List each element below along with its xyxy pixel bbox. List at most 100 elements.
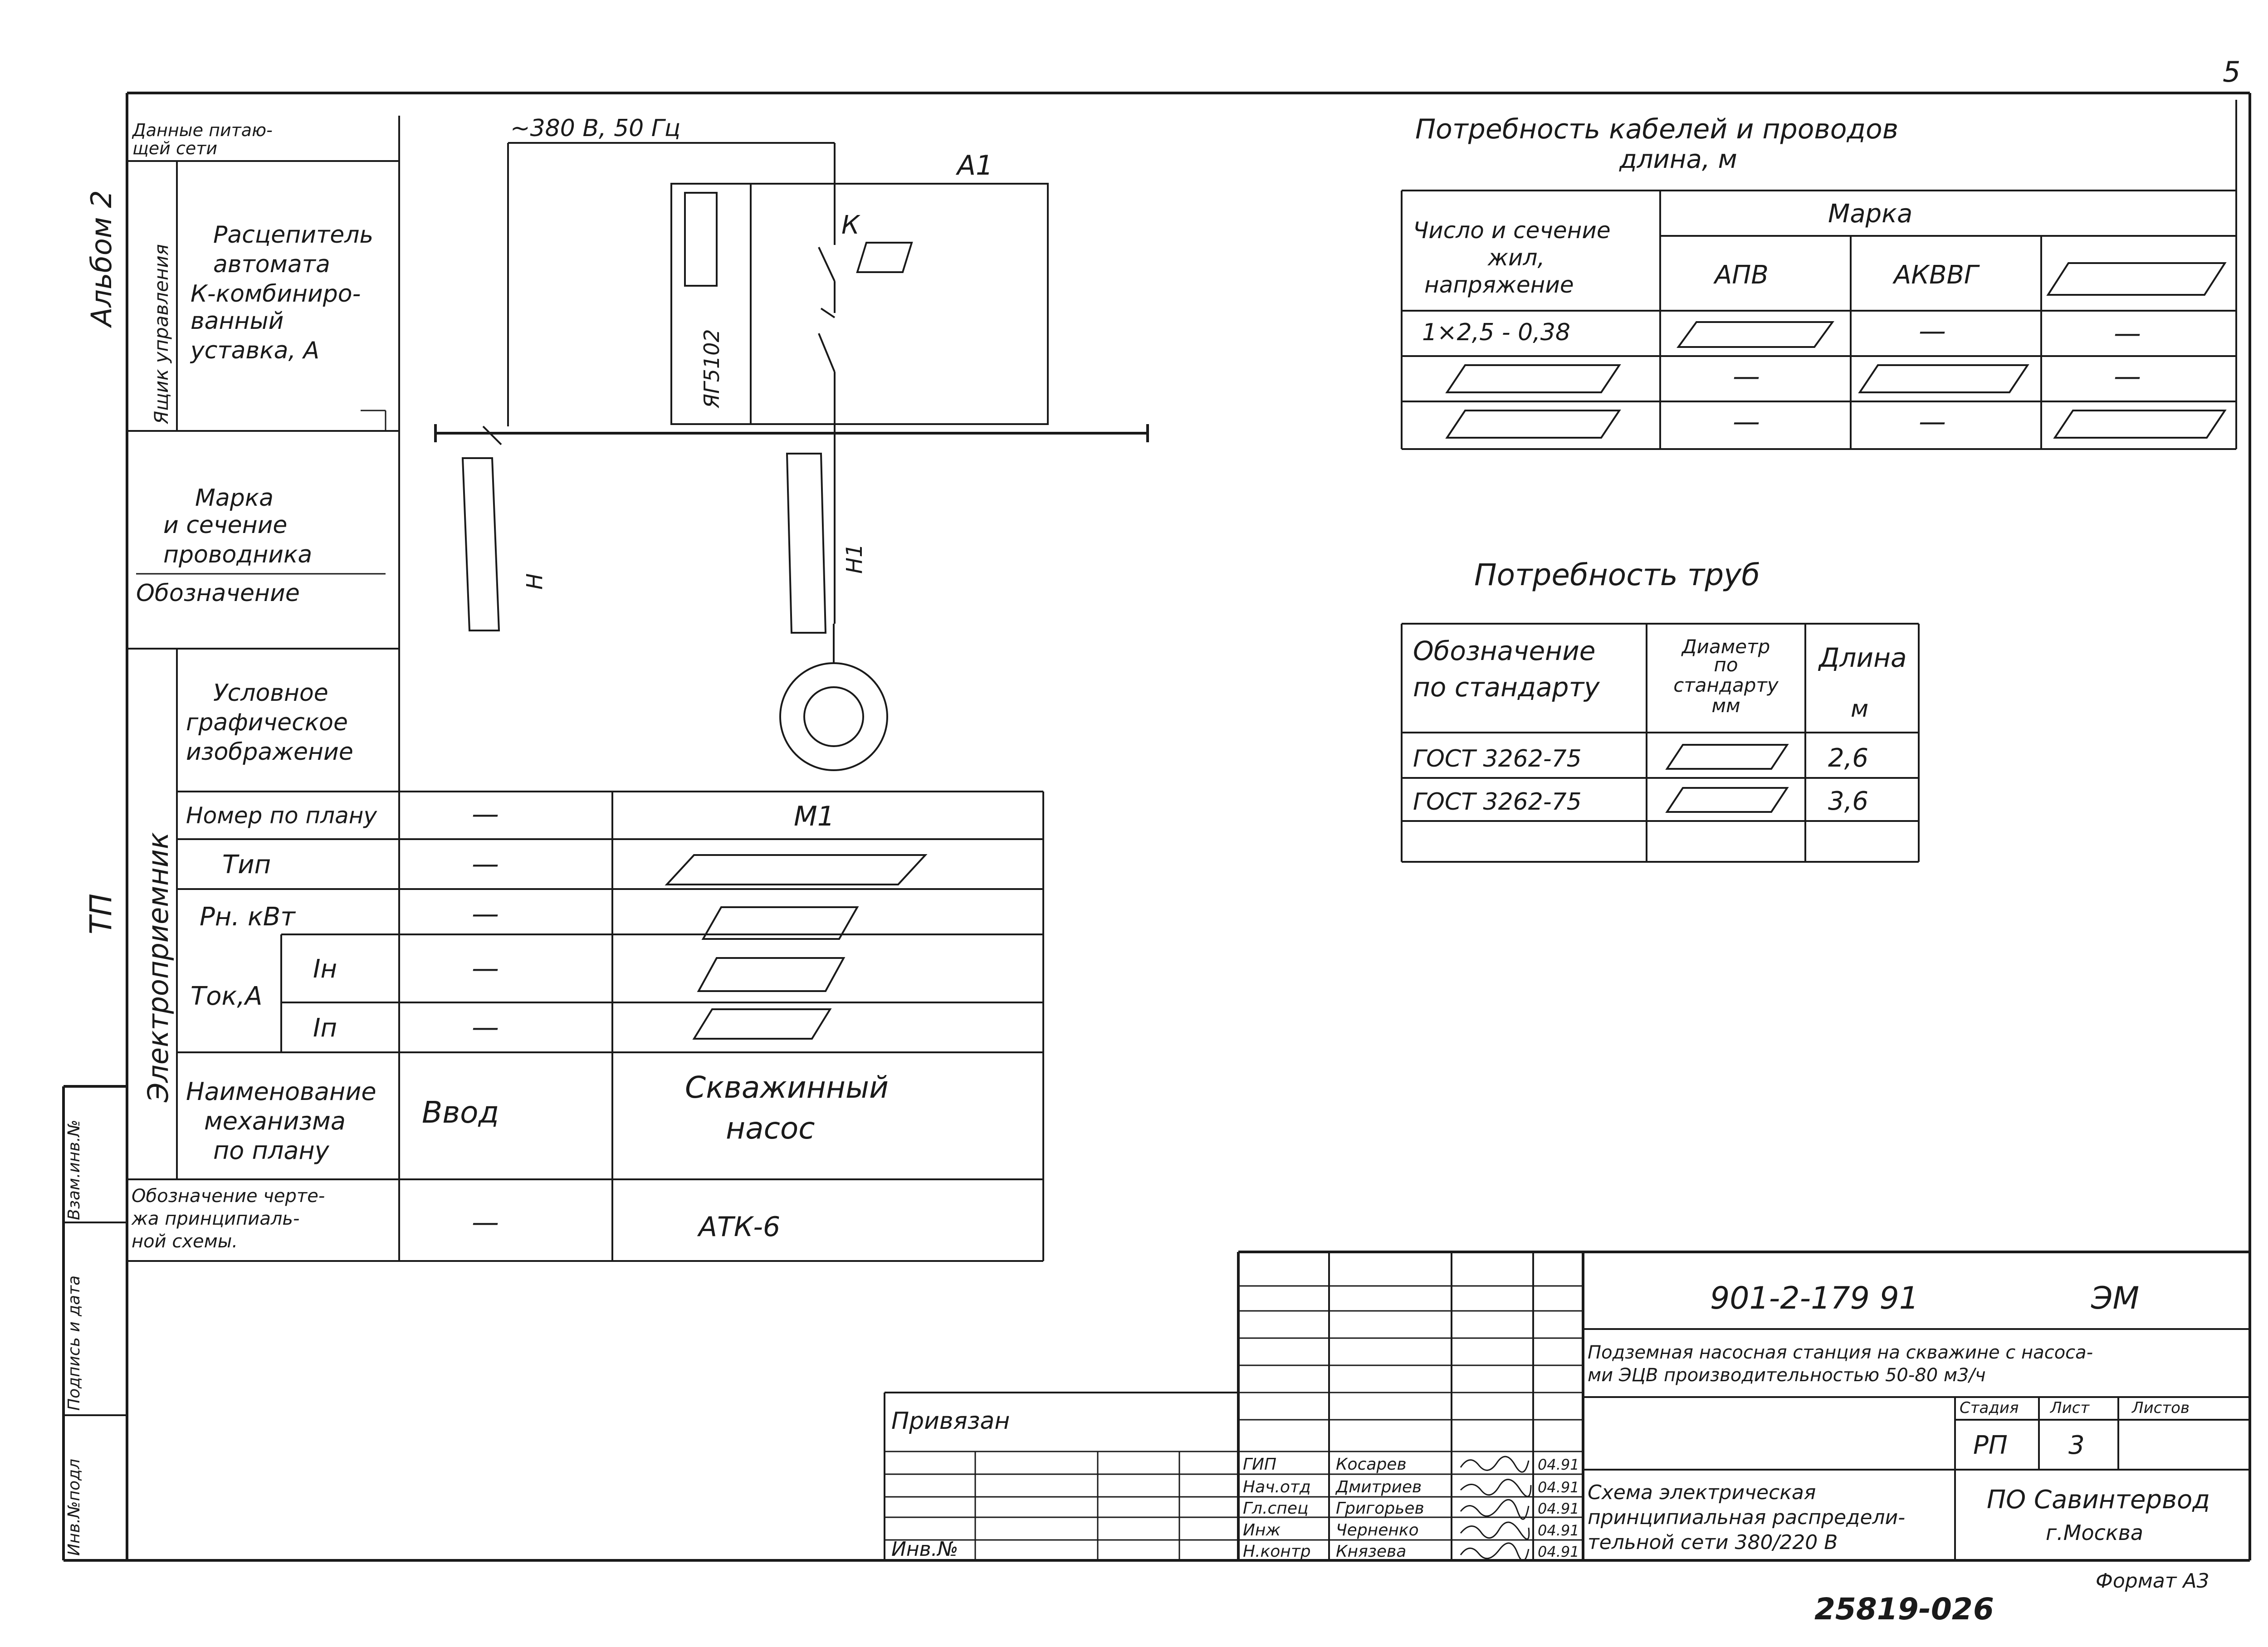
sheets-header: Листов bbox=[2131, 1399, 2190, 1417]
cable-n-placeholder bbox=[461, 457, 500, 631]
cables-row3-spec bbox=[1445, 410, 1621, 439]
supply-voltage-label: ~380 В, 50 Гц bbox=[510, 115, 680, 142]
bound-label: Привязан bbox=[891, 1408, 1010, 1435]
control-box-label: Ящик управления bbox=[150, 244, 172, 425]
tp-label: ТП bbox=[83, 894, 118, 934]
album-label: Альбом 2 bbox=[85, 190, 118, 328]
stage-value: РП bbox=[1973, 1431, 2008, 1460]
pipes-len-unit: м bbox=[1851, 695, 1868, 723]
org-name: ПО Савинтервод bbox=[1987, 1485, 2210, 1515]
power-placeholder bbox=[701, 906, 859, 940]
signature-chief-spec bbox=[1460, 1499, 1530, 1520]
role-gip: ГИП bbox=[1243, 1455, 1276, 1474]
supply-header: Данные питаю-щей сети bbox=[132, 120, 273, 158]
signature-engineer bbox=[1460, 1521, 1530, 1540]
cables-mark-header: Марка bbox=[1828, 199, 1912, 229]
cables-row1-extra: — bbox=[2114, 318, 2141, 349]
start-current-label: Iп bbox=[313, 1013, 337, 1043]
format-label: Формат А3 bbox=[2096, 1569, 2209, 1593]
signature-norm-control bbox=[1460, 1542, 1530, 1562]
role-chief-spec: Гл.спец bbox=[1243, 1499, 1309, 1518]
power-dash: — bbox=[472, 898, 499, 930]
name-engineer: Черненко bbox=[1336, 1521, 1419, 1539]
plan-no-dash: — bbox=[472, 798, 499, 830]
archive-number: 25819-02 bbox=[1814, 1592, 1973, 1627]
pipes-row2-len: 3,6 bbox=[1828, 787, 1868, 816]
date-chief-spec: 04.91 bbox=[1538, 1500, 1579, 1517]
cables-title: Потребность кабелей и проводов bbox=[1415, 113, 1898, 145]
col-akvvg: АКВВГ bbox=[1892, 260, 1980, 290]
in-placeholder bbox=[697, 957, 846, 992]
pipes-len-header: Длина bbox=[1818, 642, 1907, 673]
original-inv-label: Инв.№подл bbox=[65, 1459, 83, 1556]
drawing-ref-label: Обозначение черте-жа принципиаль-ной схе… bbox=[131, 1186, 325, 1252]
cables-row1-apv bbox=[1677, 321, 1834, 348]
inv-no-label: Инв.№ bbox=[891, 1538, 958, 1561]
stage-header: Стадия bbox=[1960, 1399, 2019, 1417]
pipes-table-grid bbox=[1401, 623, 1920, 863]
doc-code: 901-2-179 91 bbox=[1710, 1280, 1919, 1316]
sign-date-label: Подпись и дата bbox=[65, 1276, 83, 1411]
cables-row3-extra bbox=[2053, 410, 2227, 439]
col-apv: АПВ bbox=[1713, 260, 1769, 290]
cables-row2-spec bbox=[1445, 364, 1621, 393]
receiver-group-label: Электроприемник bbox=[142, 832, 175, 1103]
doc-title-3: тельной сети 380/220 В bbox=[1588, 1531, 1838, 1554]
panel-tag: А1 bbox=[955, 150, 993, 181]
signature-gip bbox=[1460, 1456, 1530, 1473]
cables-col3-placeholder bbox=[2046, 262, 2227, 296]
project-line-2: ми ЭЦВ производительностью 50-80 м3/ч bbox=[1588, 1365, 1986, 1386]
pipes-row1-dia bbox=[1665, 744, 1789, 770]
name-chief-spec: Григорьев bbox=[1336, 1499, 1424, 1518]
left-table-grid bbox=[127, 116, 1044, 1262]
pipes-title: Потребность труб bbox=[1474, 557, 1760, 592]
cable-n1-label: Н1 bbox=[842, 543, 867, 574]
org-city: г.Москва bbox=[2046, 1520, 2143, 1545]
date-gip: 04.91 bbox=[1538, 1456, 1579, 1473]
cables-row2-akvvg bbox=[1858, 364, 2029, 393]
device-label: ЯГ5102 bbox=[699, 329, 724, 409]
pipes-row2-std: ГОСТ 3262-75 bbox=[1413, 788, 1582, 816]
cables-row1-spec: 1×2,5 - 0,38 bbox=[1422, 319, 1570, 346]
role-head: Нач.отд bbox=[1243, 1478, 1311, 1496]
cables-row3-apv: — bbox=[1733, 406, 1760, 438]
cables-table-grid bbox=[1401, 190, 2236, 450]
signature-head bbox=[1460, 1479, 1532, 1497]
drawing-ref-dash: — bbox=[472, 1207, 499, 1238]
pipes-row1-len: 2,6 bbox=[1828, 743, 1868, 773]
pipes-row2-dia bbox=[1665, 787, 1789, 813]
cables-subtitle: длина, м bbox=[1619, 145, 1737, 174]
power-label: Рн. кВт bbox=[200, 902, 296, 932]
date-norm-control: 04.91 bbox=[1538, 1543, 1579, 1560]
cables-row2-extra: — bbox=[2114, 361, 2141, 392]
sheet-header: Лист bbox=[2049, 1399, 2090, 1417]
cables-row3-akvvg: — bbox=[1919, 406, 1946, 438]
replacement-inv-label: Взам.инв.№ bbox=[65, 1119, 83, 1220]
name-gip: Косарев bbox=[1336, 1455, 1407, 1474]
nominal-current-label: Iн bbox=[313, 954, 337, 984]
intro-name: Ввод bbox=[422, 1095, 499, 1130]
project-line-1: Подземная насосная станция на скважине с… bbox=[1588, 1342, 2093, 1363]
page-number: 5 bbox=[2223, 55, 2240, 88]
sheet-frame bbox=[62, 92, 2251, 1562]
sheet-value: 3 bbox=[2068, 1431, 2085, 1460]
device-placeholder bbox=[684, 192, 718, 287]
schematic bbox=[434, 142, 1149, 771]
contactor-label: К bbox=[841, 210, 860, 240]
doc-mark: ЭМ bbox=[2091, 1280, 2139, 1316]
ip-placeholder bbox=[692, 1008, 832, 1040]
name-head: Дмитриев bbox=[1335, 1478, 1422, 1496]
designation-label: Обозначение bbox=[136, 580, 300, 607]
ip-dash: — bbox=[472, 1012, 499, 1043]
in-dash: — bbox=[472, 953, 499, 984]
role-norm-control: Н.контр bbox=[1243, 1542, 1311, 1561]
cable-n-label: Н bbox=[522, 573, 547, 590]
